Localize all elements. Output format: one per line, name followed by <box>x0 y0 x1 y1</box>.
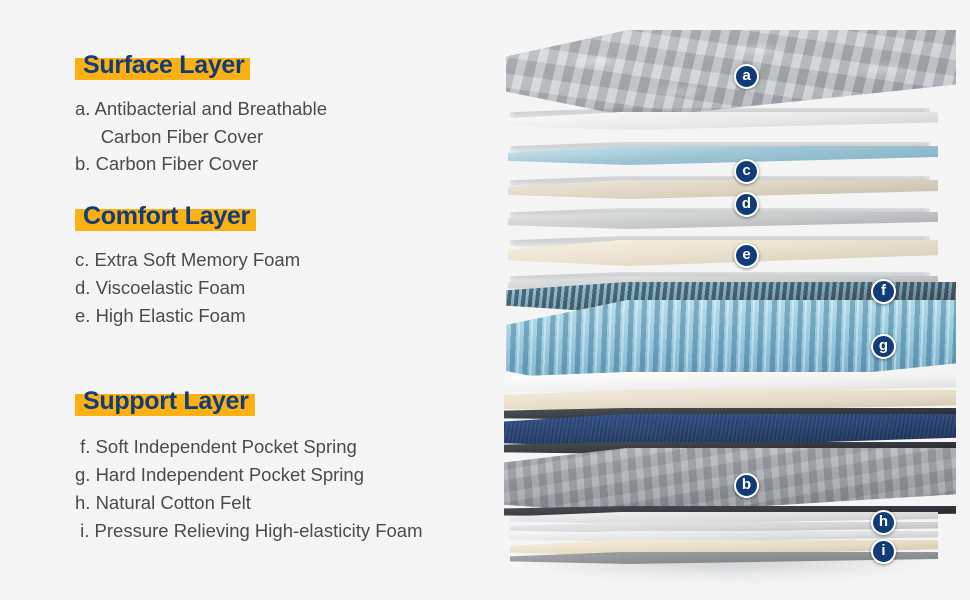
marker-badge-g[interactable]: g <box>871 334 896 359</box>
layer-white-foam-band <box>504 372 956 394</box>
list-item: f. Soft Independent Pocket Spring <box>75 436 357 457</box>
marker-badge-a[interactable]: a <box>734 64 759 89</box>
support-layer-item-list: f. Soft Independent Pocket Spring g. Har… <box>75 433 423 545</box>
section-comfort-layer: Comfort Layer c. Extra Soft Memory Foam … <box>75 199 300 330</box>
surface-layer-heading-text: Surface Layer <box>83 51 245 79</box>
comfort-layer-item-list: c. Extra Soft Memory Foam d. Viscoelasti… <box>75 246 300 330</box>
support-layer-heading-text: Support Layer <box>83 387 249 415</box>
marker-badge-d[interactable]: d <box>734 192 759 217</box>
list-item: h. Natural Cotton Felt <box>75 492 251 513</box>
marker-badge-b[interactable]: b <box>734 473 759 498</box>
comfort-layer-heading: Comfort Layer <box>75 199 256 233</box>
layer-grey-carbon-fiber-cover <box>504 448 956 514</box>
list-item: e. High Elastic Foam <box>75 305 246 326</box>
comfort-layer-heading-text: Comfort Layer <box>83 202 250 230</box>
layer-cotton-felt-3 <box>510 531 938 542</box>
list-item: c. Extra Soft Memory Foam <box>75 249 301 270</box>
section-surface-layer: Surface Layer a. Antibacterial and Breat… <box>75 48 327 178</box>
list-item: b. Carbon Fiber Cover <box>75 153 259 174</box>
layer-cream-band <box>504 390 956 412</box>
marker-badge-e[interactable]: e <box>734 243 759 268</box>
layer-quilted-cover <box>506 30 956 118</box>
list-item: g. Hard Independent Pocket Spring <box>75 464 364 485</box>
sheet-face <box>510 522 938 533</box>
list-item: Carbon Fiber Cover <box>75 125 264 147</box>
section-support-layer: Support Layer f. Soft Independent Pocket… <box>75 384 423 545</box>
support-layer-heading: Support Layer <box>75 384 255 418</box>
marker-badge-f[interactable]: f <box>871 279 896 304</box>
surface-layer-item-list: a. Antibacterial and Breathable Carbon F… <box>75 95 327 178</box>
list-item: a. Antibacterial and Breathable <box>75 98 327 119</box>
mattress-cross-section-diagram: a c d e f g b h i <box>488 0 970 600</box>
marker-badge-i[interactable]: i <box>871 539 896 564</box>
list-item: d. Viscoelastic Foam <box>75 277 246 298</box>
sheet-face <box>510 531 938 542</box>
highlight-bar <box>75 209 256 231</box>
layer-cotton-felt-2 <box>510 522 938 533</box>
layer-info-panel: Surface Layer a. Antibacterial and Breat… <box>75 48 423 545</box>
list-item: i. Pressure Relieving High-elasticity Fo… <box>75 520 423 541</box>
surface-layer-heading: Surface Layer <box>75 48 251 82</box>
highlight-bar <box>75 58 251 80</box>
layer-dark-trim-bottom <box>504 506 956 517</box>
marker-badge-c[interactable]: c <box>734 159 759 184</box>
highlight-bar <box>75 394 255 416</box>
marker-badge-h[interactable]: h <box>871 510 896 535</box>
